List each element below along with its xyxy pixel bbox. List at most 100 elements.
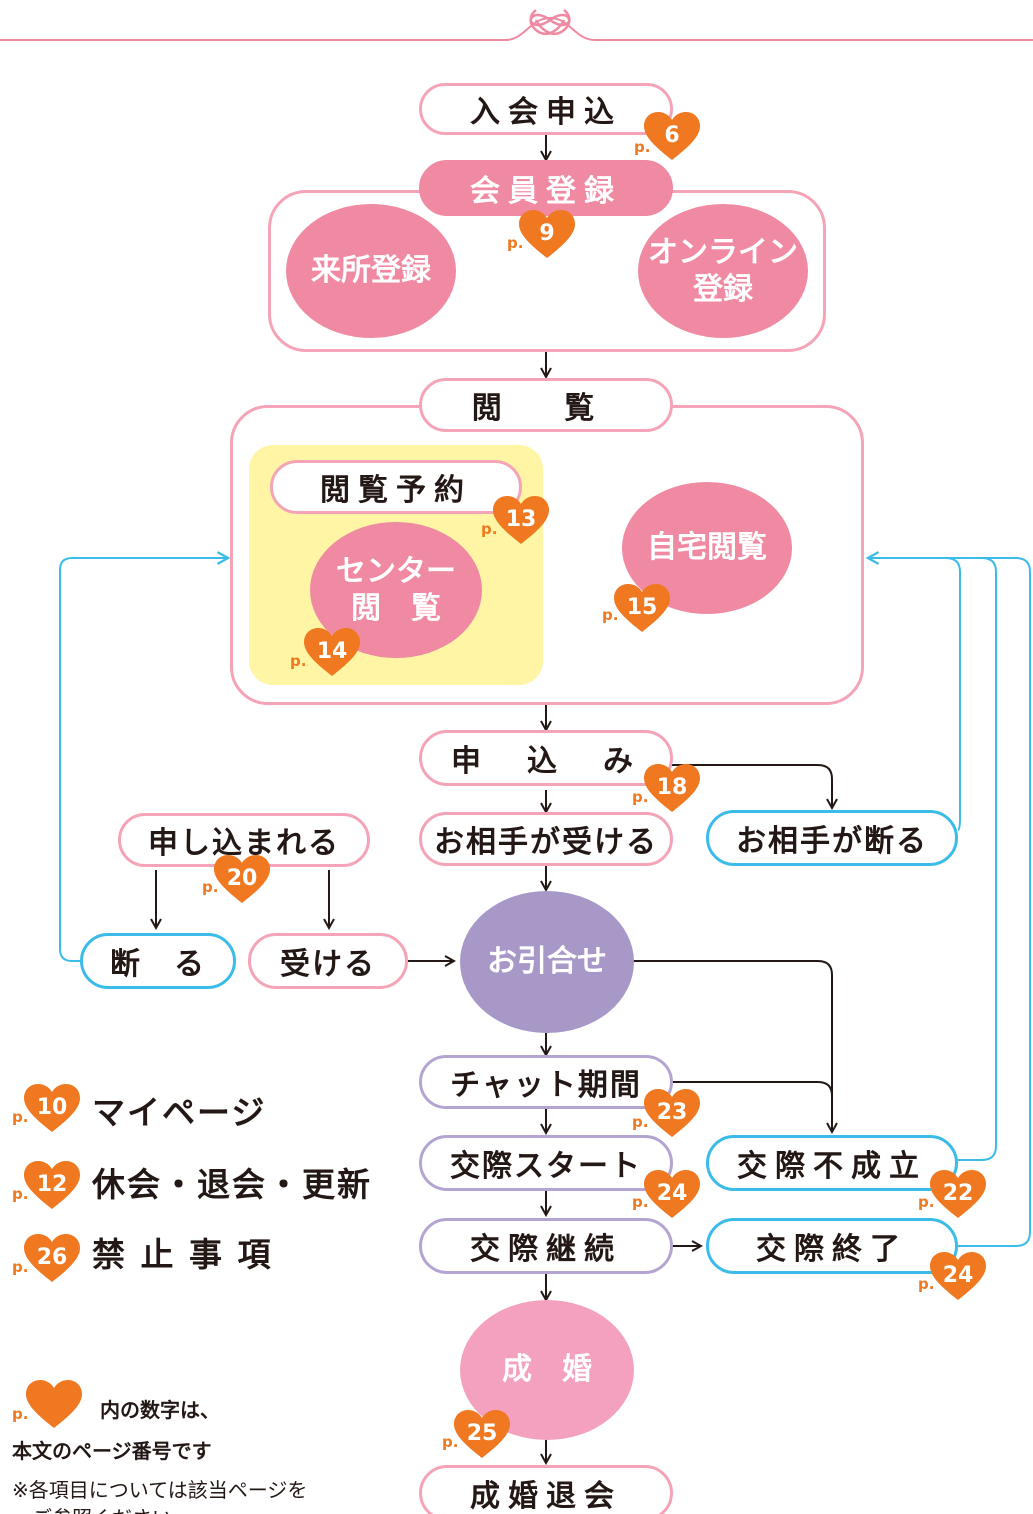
page-prefix: p. (12, 1185, 29, 1203)
legend-page-prohibited: 26 (36, 1244, 68, 1270)
page-ref-dating-end: 24 (942, 1262, 974, 1288)
partner-accepts-label: お相手が受ける (434, 825, 658, 860)
marriage-withdrawal-label: 成婚退会 (470, 1479, 622, 1514)
heart-icon: 13 (493, 496, 549, 546)
loop-decline-to-browse (59, 558, 228, 962)
legend-label-mypage: マイページ (92, 1093, 267, 1132)
accept-box: 受ける (248, 933, 408, 989)
marriage-label: 成 婚 (502, 1352, 592, 1388)
dating-failed-label: 交際不成立 (737, 1149, 927, 1184)
loop-partner-decline (868, 558, 961, 831)
loop-dating-failed (946, 557, 997, 1161)
page-ref-member-registration: 9 (539, 220, 555, 246)
heart-icon: 22 (930, 1170, 986, 1220)
page-ref-chat-period: 23 (656, 1099, 688, 1125)
chat-period-label: チャット期間 (450, 1068, 642, 1103)
heart-icon: 23 (644, 1089, 700, 1139)
heart-icon: 12 (24, 1161, 80, 1211)
page-prefix: p. (602, 606, 619, 624)
heart-icon: 24 (930, 1252, 986, 1302)
online-registration-ellipse: オンライン 登録 (638, 204, 808, 338)
heart-icon: 9 (519, 210, 575, 260)
page-prefix: p. (481, 520, 498, 538)
heart-icon: 20 (214, 855, 270, 905)
apply-box: 申 込 み (419, 730, 673, 786)
page-prefix: p. (442, 1433, 459, 1451)
page-prefix: p. (12, 1405, 29, 1423)
browse-box: 閲 覧 (419, 378, 673, 432)
page-ref-being-applied: 20 (226, 865, 258, 891)
page-prefix: p. (634, 138, 651, 156)
page-ref-browse-reservation: 13 (505, 506, 537, 532)
browse-label: 閲 覧 (471, 391, 621, 426)
page-prefix: p. (202, 878, 219, 896)
heart-icon: 24 (644, 1170, 700, 1220)
chat-period-box: チャット期間 (419, 1055, 673, 1109)
loop-dating-end (958, 557, 1031, 1247)
heart-icon: 6 (644, 112, 700, 162)
being-applied-label: 申し込まれる (148, 826, 340, 861)
visit-registration-ellipse: 来所登録 (286, 204, 456, 338)
page-ref-apply-membership: 6 (664, 122, 680, 148)
decline-label: 断 る (110, 947, 206, 982)
page-prefix: p. (507, 234, 524, 252)
heart-icon (26, 1380, 82, 1430)
page-ref-dating-start: 24 (656, 1180, 688, 1206)
member-registration-box: 会員登録 (419, 160, 673, 216)
legend-label-suspend: 休会・退会・更新 (92, 1165, 372, 1204)
member-registration-label: 会員登録 (470, 174, 622, 209)
note-line-1: 内の数字は、 (100, 1398, 220, 1422)
apply-membership-label: 入会申込 (470, 95, 622, 130)
legend-page-suspend: 12 (36, 1171, 68, 1197)
page-prefix: p. (632, 1193, 649, 1211)
page-ref-marriage: 25 (466, 1420, 498, 1446)
page-ref-dating-failed: 22 (942, 1180, 974, 1206)
dating-failed-box: 交際不成立 (706, 1135, 958, 1191)
heart-icon: 15 (614, 584, 670, 634)
arrow-chat-to-failed (672, 1081, 833, 1097)
dating-continue-box: 交際継続 (419, 1218, 673, 1274)
legend-page-mypage: 10 (36, 1094, 68, 1120)
heart-icon: 14 (304, 628, 360, 678)
introduction-ellipse: お引合せ (460, 891, 634, 1033)
heart-icon: 18 (644, 764, 700, 814)
legend-label-prohibited: 禁 止 事 項 (92, 1235, 273, 1274)
apply-membership-box: 入会申込 (419, 83, 673, 135)
dating-start-box: 交際スタート (419, 1135, 673, 1191)
heart-icon: 10 (24, 1084, 80, 1134)
partner-declines-label: お相手が断る (736, 824, 928, 859)
being-applied-box: 申し込まれる (118, 813, 370, 867)
note-line-4: ご参照ください (32, 1502, 172, 1514)
page-ref-apply: 18 (656, 774, 688, 800)
page-prefix: p. (918, 1193, 935, 1211)
home-browse-label: 自宅閲覧 (647, 530, 767, 566)
page-ref-home-browse: 15 (626, 594, 658, 620)
dating-end-box: 交際終了 (706, 1218, 958, 1274)
marriage-withdrawal-box: 成婚退会 (419, 1465, 673, 1514)
page-prefix: p. (290, 652, 307, 670)
visit-registration-label: 来所登録 (311, 253, 431, 289)
dating-start-label: 交際スタート (450, 1149, 642, 1184)
page-prefix: p. (12, 1108, 29, 1126)
page-ref-center-browse: 14 (316, 638, 348, 664)
page-prefix: p. (632, 1113, 649, 1131)
browse-reservation-label: 閲覧予約 (320, 473, 472, 508)
browse-reservation-box: 閲覧予約 (270, 460, 522, 514)
arrow-to-decline (672, 764, 832, 808)
heart-icon: 26 (24, 1234, 80, 1284)
accept-label: 受ける (280, 947, 376, 982)
page-prefix: p. (918, 1275, 935, 1293)
apply-label: 申 込 み (451, 744, 641, 779)
partner-accepts-box: お相手が受ける (419, 812, 673, 866)
dating-end-label: 交際終了 (756, 1232, 908, 1267)
heart-icon: 25 (454, 1410, 510, 1460)
center-browse-label: センター 閲 覧 (336, 553, 456, 627)
page-prefix: p. (632, 788, 649, 806)
partner-declines-box: お相手が断る (706, 810, 958, 866)
introduction-label: お引合せ (487, 944, 607, 980)
note-line-2: 本文のページ番号です (12, 1439, 212, 1463)
decline-box: 断 る (80, 933, 236, 989)
dating-continue-label: 交際継続 (470, 1232, 622, 1267)
